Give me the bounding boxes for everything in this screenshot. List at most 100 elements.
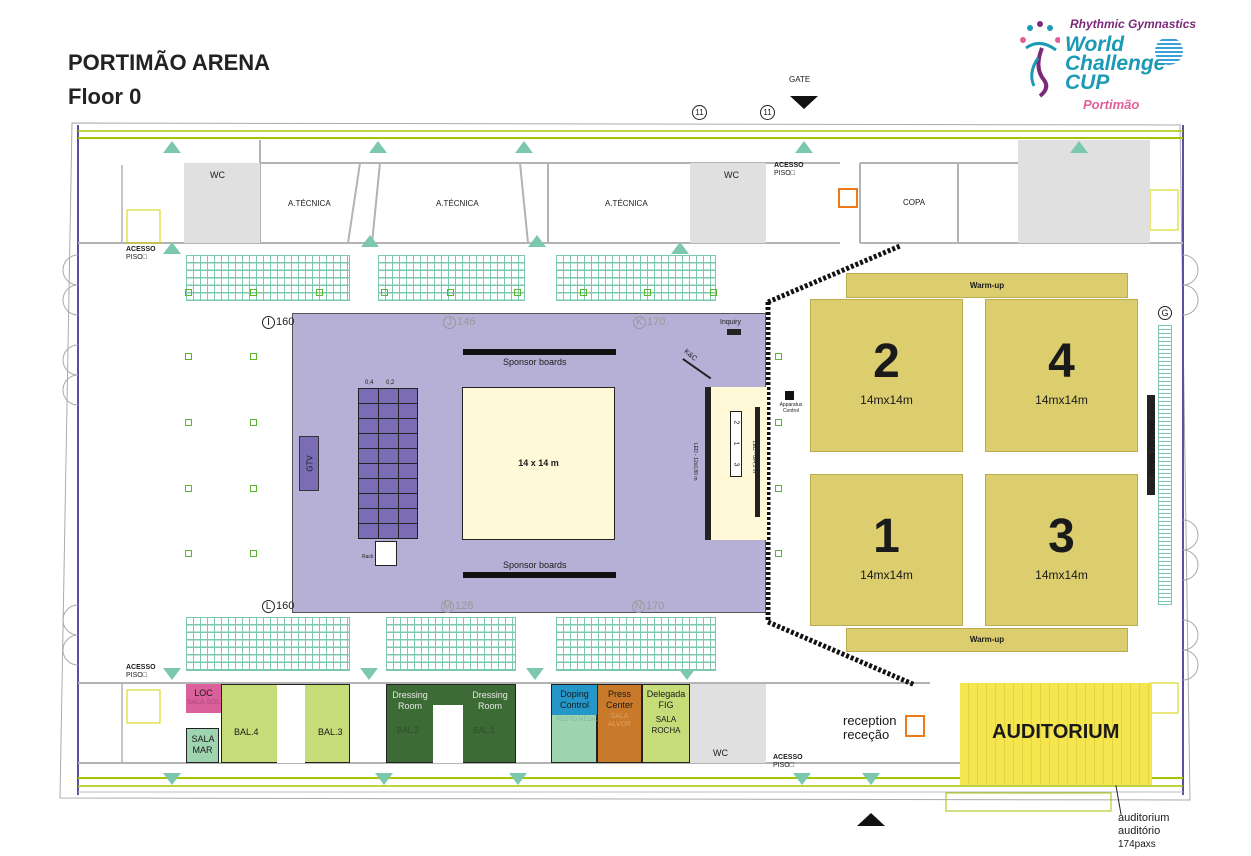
sponsor-board-bottom: [463, 572, 616, 578]
wc-left-label: WC: [210, 170, 225, 180]
exit-arrow-icon: [515, 141, 533, 153]
pillar-marker: [250, 353, 257, 360]
corridor: [433, 705, 463, 763]
room-dressing: Dressing Room Dressing Room BAL.2 BAL.1: [386, 684, 516, 763]
gymnast-logo-icon: [1020, 21, 1060, 98]
podium-3: 3: [732, 462, 740, 467]
gate-g-marker: G: [1158, 306, 1172, 320]
inquiry-label: Inquiry: [720, 319, 742, 326]
pillar-marker: [447, 289, 454, 296]
kc-line: [682, 358, 712, 379]
corridor: [277, 685, 305, 763]
cafeteria-area: [1018, 140, 1150, 243]
floor-number: 2: [873, 335, 900, 388]
delegada-sub-label: SALA ROCHA: [651, 715, 681, 735]
judges-tables: [358, 388, 418, 539]
sponsor-board-top: [463, 349, 616, 355]
warmup-bottom-label: Warm-up: [969, 635, 1005, 644]
room-sala-mar: SALA MAR: [186, 728, 219, 763]
podium-area: 2 1 3 LED - 8x4,5 m: [705, 387, 767, 540]
axis-marker: 11: [760, 105, 775, 120]
floor-size: 14mx14m: [860, 393, 913, 407]
exit-arrow-icon: [528, 235, 546, 247]
logo-line1: Rhythmic Gymnastics: [1070, 17, 1197, 31]
wc-bottom-room: [690, 684, 766, 763]
rack-label: Rack: [362, 554, 374, 560]
exit-arrow-icon: [862, 773, 880, 785]
stand-section-m: [386, 617, 516, 671]
stand-section-i: [186, 255, 350, 301]
exit-arrow-icon: [526, 668, 544, 680]
loc-sub-label: SALA SOL: [186, 699, 221, 706]
exit-arrow-icon: [163, 141, 181, 153]
inquiry-desk: [727, 329, 741, 335]
stand-section-k: [556, 255, 716, 301]
exit-arrow-icon: [857, 813, 885, 826]
tech-area-3-label: A.TÉCNICA: [605, 199, 648, 208]
stand-section-j: [378, 255, 525, 301]
pillar-marker: [514, 289, 521, 296]
floor-number: 3: [1048, 510, 1075, 563]
pillar-marker: [250, 289, 257, 296]
wc-right-room: [690, 163, 766, 243]
auditorium-label: AUDITORIUM: [992, 721, 1120, 743]
pillar-marker: [185, 353, 192, 360]
gtv-label: GTV: [305, 455, 315, 472]
bal4-label: BAL.4: [234, 727, 259, 737]
doping-label: Doping Control: [559, 689, 589, 710]
pillar-marker: [185, 289, 192, 296]
warmup-strip-top: Warm-up: [846, 273, 1128, 298]
floor-number: 1: [873, 510, 900, 563]
competition-floor: 14 x 14 m: [462, 387, 615, 540]
warmup-floor-2: 2 14mx14m: [810, 299, 963, 452]
podium-1: 1: [732, 441, 740, 446]
apparatus-control-box: [785, 391, 794, 400]
apparatus-label: Apparatus Control: [779, 402, 803, 414]
stand-section-l: [186, 617, 350, 671]
led-small-screen: [755, 407, 760, 517]
judge-col-label: 0,4: [365, 380, 374, 386]
ballet-bars-label: BALLET BARS: [1147, 420, 1156, 477]
auditorium-room: AUDITORIUM: [960, 683, 1152, 785]
floor-subtitle: Floor 0: [68, 84, 142, 109]
ballet-bars: [1158, 325, 1172, 605]
ballet-bar-black: [1147, 395, 1155, 495]
tech-area-2-label: A.TÉCNICA: [436, 199, 479, 208]
rack-box: [375, 541, 397, 566]
exit-arrow-icon: [163, 773, 181, 785]
sponsor-bottom-label: Sponsor boards: [503, 560, 567, 570]
stand-section-n: [556, 617, 716, 671]
field-of-play: Sponsor boards Sponsor boards 14 x 14 m …: [292, 313, 767, 613]
exit-arrow-icon: [360, 668, 378, 680]
pillar-marker: [775, 550, 782, 557]
pillar-marker: [185, 419, 192, 426]
page-title: PORTIMÃO ARENA: [68, 50, 271, 75]
warmup-strip-bottom: Warm-up: [846, 628, 1128, 652]
exit-arrow-icon: [369, 141, 387, 153]
exit-arrow-icon: [795, 141, 813, 153]
doping-header: Doping Control: [552, 685, 597, 715]
copa-label: COPA: [903, 198, 926, 207]
pillar-marker: [185, 550, 192, 557]
wc-left-room: [184, 163, 260, 243]
floor-size: 14mx14m: [1035, 393, 1088, 407]
floor-size-label: 14 x 14 m: [518, 458, 559, 468]
warmup-top-label: Warm-up: [969, 281, 1005, 290]
floor-size: 14mx14m: [1035, 568, 1088, 582]
tech-area-1-label: A.TÉCNICA: [288, 199, 331, 208]
exit-arrow-icon: [163, 668, 181, 680]
bal3-label: BAL.3: [318, 727, 343, 737]
led-main-label: LED - 12x0,80 m: [692, 443, 698, 481]
pillar-marker: [250, 550, 257, 557]
dressing-room-2-label: Dressing Room: [472, 690, 508, 711]
